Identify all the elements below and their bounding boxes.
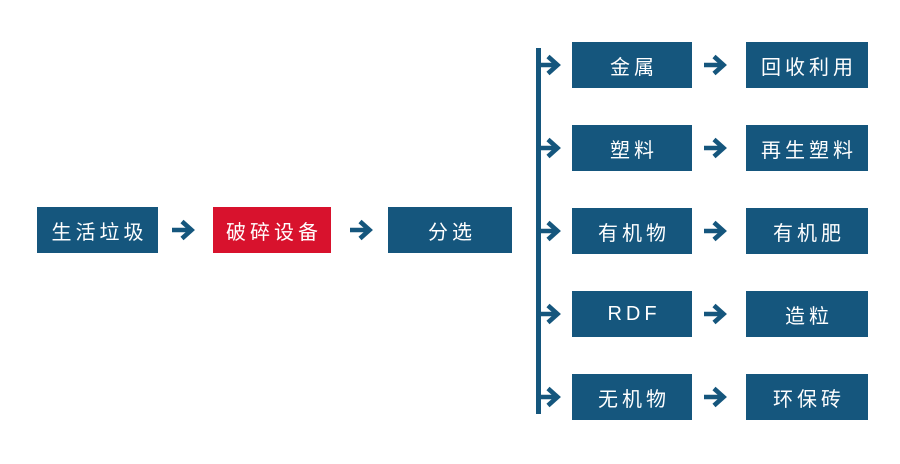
arrow-right-icon [537,386,561,408]
node-category-plastic: 塑料 [572,125,692,171]
node-output-recycling: 回收利用 [746,42,868,88]
arrow-right-icon [537,220,561,242]
arrow-right-icon [704,303,727,325]
branch-row-metal: 金属 回收利用 [537,42,868,88]
arrow-right-icon [537,54,561,76]
arrow-right-icon [704,54,727,76]
node-category-organic: 有机物 [572,208,692,254]
branch-row-inorganic: 无机物 环保砖 [537,374,868,420]
arrow-right-icon [537,303,561,325]
branch-row-organic: 有机物 有机肥 [537,208,868,254]
arrow-right-icon [704,220,727,242]
node-crushing-equipment: 破碎设备 [213,207,331,253]
arrow-right-icon [704,386,727,408]
branch-row-rdf: RDF 造粒 [537,291,868,337]
arrow-right-icon [350,219,373,241]
node-output-granulation: 造粒 [746,291,868,337]
node-sorting: 分选 [388,207,512,253]
node-category-inorganic: 无机物 [572,374,692,420]
node-category-rdf: RDF [572,291,692,337]
main-chain-row: 生活垃圾 破碎设备 分选 [37,207,512,253]
node-output-eco-brick: 环保砖 [746,374,868,420]
arrow-right-icon [172,219,195,241]
branch-row-plastic: 塑料 再生塑料 [537,125,868,171]
arrow-right-icon [537,137,561,159]
node-category-metal: 金属 [572,42,692,88]
node-household-waste: 生活垃圾 [37,207,158,253]
node-output-organic-fertilizer: 有机肥 [746,208,868,254]
node-output-recycled-plastic: 再生塑料 [746,125,868,171]
arrow-right-icon [704,137,727,159]
